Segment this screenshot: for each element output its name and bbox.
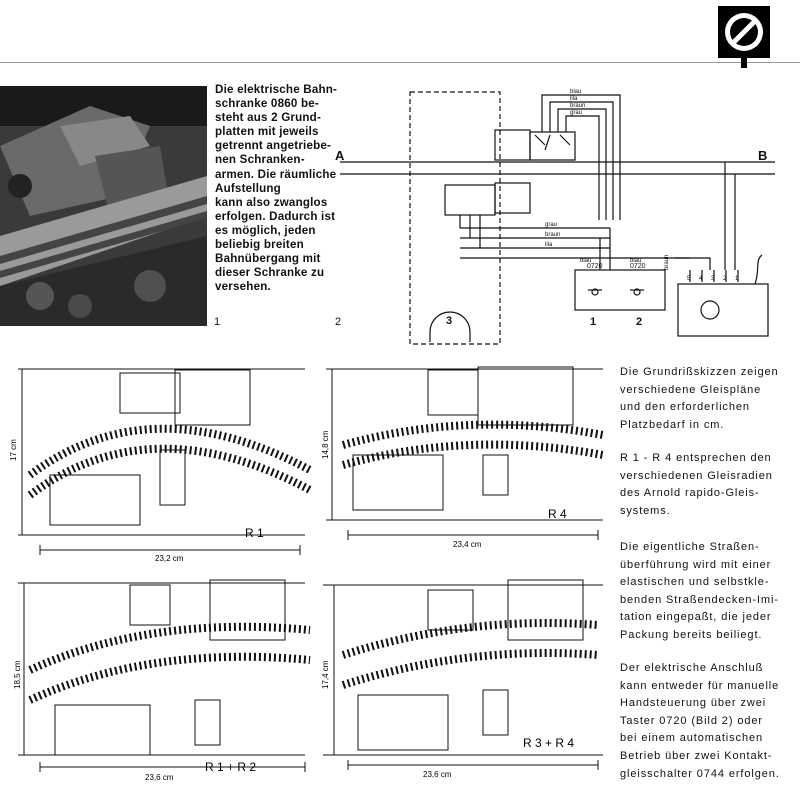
wire-label-grau-top: grau xyxy=(570,110,582,116)
side-paragraph-3: Die eigentliche Straßen- überführung wir… xyxy=(620,541,779,641)
r4-width: 23,4 cm xyxy=(453,540,482,549)
track-plan-r1-r2: 18,5 cm 23,6 cm R 1 + R 2 xyxy=(13,579,311,782)
r12-height: 18,5 cm xyxy=(13,660,22,689)
intro-text: Die elektrische Bahn- schranke 0860 be- … xyxy=(215,83,338,294)
r34-height: 17,4 cm xyxy=(321,660,330,689)
track-plan-r4: 14,8 cm 23,4 cm R 4 xyxy=(321,366,604,549)
top-rule xyxy=(0,62,800,63)
wire-label-lila-mid: lila xyxy=(545,242,553,248)
wire-label-braun-top: braun xyxy=(570,103,585,109)
r12-width: 23,6 cm xyxy=(145,773,174,782)
terminal-1: 1 xyxy=(735,276,739,282)
track-plan-r1: 17 cm 23,2 cm R 1 xyxy=(10,368,312,563)
wire-label-blau-2: blau xyxy=(630,258,641,264)
wire-label-grau-mid: grau xyxy=(545,222,557,228)
track-label-b: B xyxy=(758,148,767,163)
wiring-figure-number: 2 xyxy=(335,316,342,328)
model-photo xyxy=(0,86,207,326)
terminal-4: 4 xyxy=(699,276,703,282)
side-paragraph-2: R 1 - R 4 entsprechen den verschiedenen … xyxy=(620,452,773,517)
device-number-3: 3 xyxy=(446,315,452,327)
wire-label-blau-top: blau xyxy=(570,89,581,95)
terminal-3: 3 xyxy=(711,276,715,282)
switch-code-1: 0720 xyxy=(587,263,603,270)
terminal-5: 5 xyxy=(687,276,691,282)
wiring-diagram: blau lila braun grau grau braun lila bla… xyxy=(335,89,775,345)
switch-code-2: 0720 xyxy=(630,263,646,270)
r34-label: R 3 + R 4 xyxy=(523,736,574,750)
wire-label-lila-top: lila xyxy=(570,96,578,102)
wire-label-braun-right: braun xyxy=(664,255,670,270)
r1-label: R 1 xyxy=(245,526,264,540)
wire-label-blau-1: blau xyxy=(580,258,591,264)
r4-height: 14,8 cm xyxy=(321,430,330,459)
switch-number-2: 2 xyxy=(636,316,642,328)
side-paragraph-4: Der elektrische Anschluß kann entweder f… xyxy=(620,662,780,780)
photo-figure-number: 1 xyxy=(214,316,221,328)
r34-width: 23,6 cm xyxy=(423,770,452,779)
r1-height: 17 cm xyxy=(10,439,18,461)
wire-label-braun-mid: braun xyxy=(545,232,560,238)
level-crossing-sign-icon xyxy=(718,6,770,68)
track-label-a: A xyxy=(335,148,345,163)
r1-width: 23,2 cm xyxy=(155,554,184,563)
switch-number-1: 1 xyxy=(590,316,596,328)
r12-label: R 1 + R 2 xyxy=(205,760,256,774)
side-paragraph-1: Die Grundrißskizzen zeigen verschiedene … xyxy=(620,366,779,431)
terminal-2: 2 xyxy=(723,276,727,282)
track-plan-r3-r4: 17,4 cm 23,6 cm R 3 + R 4 xyxy=(321,579,603,779)
r4-label: R 4 xyxy=(548,507,567,521)
